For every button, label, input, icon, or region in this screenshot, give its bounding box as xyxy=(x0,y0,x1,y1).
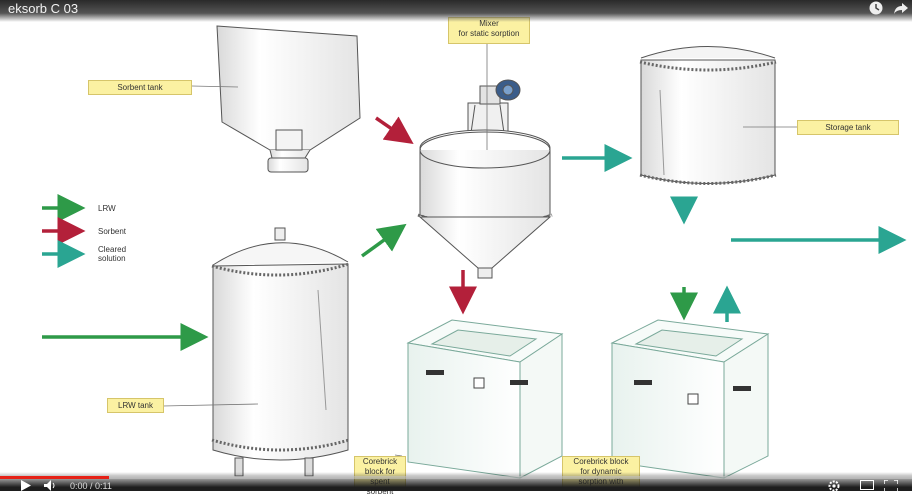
time-display: 0:00 / 0:11 xyxy=(70,481,112,491)
legend-sorbent-text: Sorbent xyxy=(98,227,127,236)
lrw-arrow-to-mixer xyxy=(360,223,407,258)
video-control-bar xyxy=(0,472,912,491)
share-icon[interactable] xyxy=(893,0,909,19)
volume-icon[interactable] xyxy=(44,480,58,494)
sorbent-tank-label: Sorbent tank xyxy=(88,80,192,95)
gear-icon[interactable] xyxy=(828,480,840,495)
sorbent-tank xyxy=(216,25,361,173)
corebrick-block-spent xyxy=(406,319,564,479)
legend-lrw-text: LRW xyxy=(98,204,116,213)
lrw-tank xyxy=(211,227,350,477)
leader-lines xyxy=(162,40,797,457)
theater-icon[interactable] xyxy=(860,480,874,493)
progress-bar[interactable] xyxy=(0,476,912,479)
corebrick-block-dynamic xyxy=(610,319,770,479)
video-top-bar xyxy=(0,0,912,22)
clock-icon[interactable] xyxy=(868,0,884,19)
progress-fill xyxy=(0,476,110,479)
storage-tank xyxy=(639,46,777,185)
fullscreen-icon[interactable] xyxy=(883,479,899,495)
sorbent-arrow-to-mixer xyxy=(375,116,414,144)
flow-arrows xyxy=(42,116,907,351)
legend-cleared-text: Cleared solution xyxy=(98,245,127,263)
video-title[interactable]: eksorb C 03 xyxy=(8,1,79,16)
legend-arrows xyxy=(42,194,86,268)
lrw-tank-label: LRW tank xyxy=(107,398,164,413)
mixer xyxy=(417,79,553,279)
storage-tank-label: Storage tank xyxy=(797,120,899,135)
play-icon[interactable] xyxy=(20,480,32,494)
